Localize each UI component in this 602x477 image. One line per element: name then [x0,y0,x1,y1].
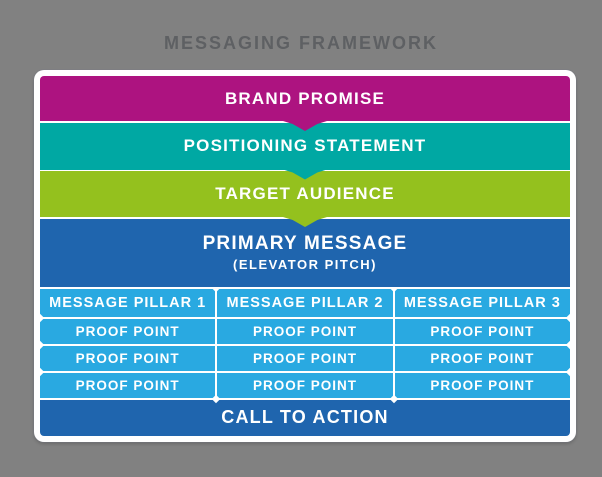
proof-point-cell: PROOF POINT [40,345,216,371]
brand-promise-label: BRAND PROMISE [224,88,386,108]
proof-point-cell: PROOF POINT [394,372,570,398]
elevator-pitch-label: (ELEVATOR PITCH) [233,257,377,272]
primary-message-band: PRIMARY MESSAGE (ELEVATOR PITCH) [40,218,570,287]
call-to-action-band: CALL TO ACTION [40,399,570,436]
proof-point-cell: PROOF POINT [217,345,393,371]
positioning-statement-label: POSITIONING STATEMENT [183,136,427,155]
target-audience-label: TARGET AUDIENCE [215,184,395,203]
proof-point-cell: PROOF POINT [394,345,570,371]
brand-promise-band: BRAND PROMISE [40,76,570,121]
proof-point-cell: PROOF POINT [394,318,570,344]
message-pillar-1: MESSAGE PILLAR 1 [40,288,216,317]
pillar-grid: MESSAGE PILLAR 1 MESSAGE PILLAR 2 MESSAG… [35,283,575,403]
proof-point-cell: PROOF POINT [40,372,216,398]
messaging-framework-card: BRAND PROMISE POSITIONING STATEMENT TARG… [34,70,576,442]
message-pillar-3: MESSAGE PILLAR 3 [394,288,570,317]
page-title: MESSAGING FRAMEWORK [164,33,438,53]
primary-message-label: PRIMARY MESSAGE [202,233,408,254]
proof-point-cell: PROOF POINT [217,318,393,344]
proof-point-cell: PROOF POINT [217,372,393,398]
proof-point-cell: PROOF POINT [40,318,216,344]
message-pillar-2: MESSAGE PILLAR 2 [217,288,393,317]
call-to-action-label: CALL TO ACTION [221,407,389,427]
